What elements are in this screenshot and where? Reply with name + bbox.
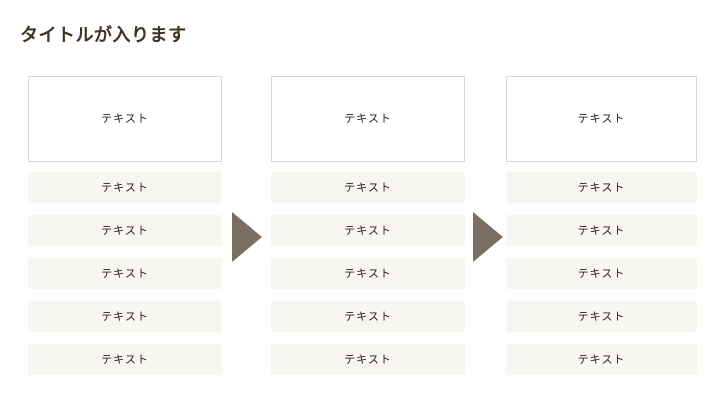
column-header-card-1[interactable]: テキスト [28, 76, 222, 162]
list-item[interactable]: テキスト [506, 258, 697, 289]
list-item[interactable]: テキスト [271, 258, 465, 289]
list-item-label: テキスト [577, 310, 626, 323]
list-item[interactable]: テキスト [28, 344, 222, 375]
list-item-label: テキスト [344, 353, 392, 366]
list-item[interactable]: テキスト [271, 172, 465, 203]
list-item-label: テキスト [577, 267, 626, 280]
process-column-1: テキスト テキスト テキスト テキスト テキスト テキスト [28, 76, 222, 375]
list-item[interactable]: テキスト [506, 301, 697, 332]
process-column-2: テキスト テキスト テキスト テキスト テキスト テキスト [271, 76, 465, 375]
list-item[interactable]: テキスト [506, 172, 697, 203]
list-item-label: テキスト [577, 353, 626, 366]
list-item-label: テキスト [101, 310, 149, 323]
arrow-right-icon [473, 212, 503, 262]
list-item[interactable]: テキスト [28, 258, 222, 289]
list-item[interactable]: テキスト [506, 215, 697, 246]
column-header-label-3: テキスト [577, 113, 626, 125]
page-title: タイトルが入ります [20, 25, 187, 45]
list-item[interactable]: テキスト [271, 301, 465, 332]
list-item[interactable]: テキスト [28, 172, 222, 203]
column-row-list-3: テキスト テキスト テキスト テキスト テキスト [506, 172, 697, 375]
list-item-label: テキスト [577, 181, 626, 194]
list-item[interactable]: テキスト [506, 344, 697, 375]
list-item-label: テキスト [101, 181, 149, 194]
arrow-right-icon [232, 212, 262, 262]
list-item-label: テキスト [344, 224, 392, 237]
column-header-label-1: テキスト [101, 113, 149, 125]
list-item-label: テキスト [101, 267, 149, 280]
list-item[interactable]: テキスト [271, 215, 465, 246]
process-column-3: テキスト テキスト テキスト テキスト テキスト テキスト [506, 76, 697, 375]
column-header-card-2[interactable]: テキスト [271, 76, 465, 162]
column-row-list-2: テキスト テキスト テキスト テキスト テキスト [271, 172, 465, 375]
list-item-label: テキスト [577, 224, 626, 237]
list-item[interactable]: テキスト [28, 301, 222, 332]
list-item[interactable]: テキスト [28, 215, 222, 246]
list-item-label: テキスト [101, 353, 149, 366]
column-header-card-3[interactable]: テキスト [506, 76, 697, 162]
column-row-list-1: テキスト テキスト テキスト テキスト テキスト [28, 172, 222, 375]
list-item-label: テキスト [101, 224, 149, 237]
list-item[interactable]: テキスト [271, 344, 465, 375]
list-item-label: テキスト [344, 310, 392, 323]
column-header-label-2: テキスト [344, 113, 392, 125]
list-item-label: テキスト [344, 267, 392, 280]
list-item-label: テキスト [344, 181, 392, 194]
